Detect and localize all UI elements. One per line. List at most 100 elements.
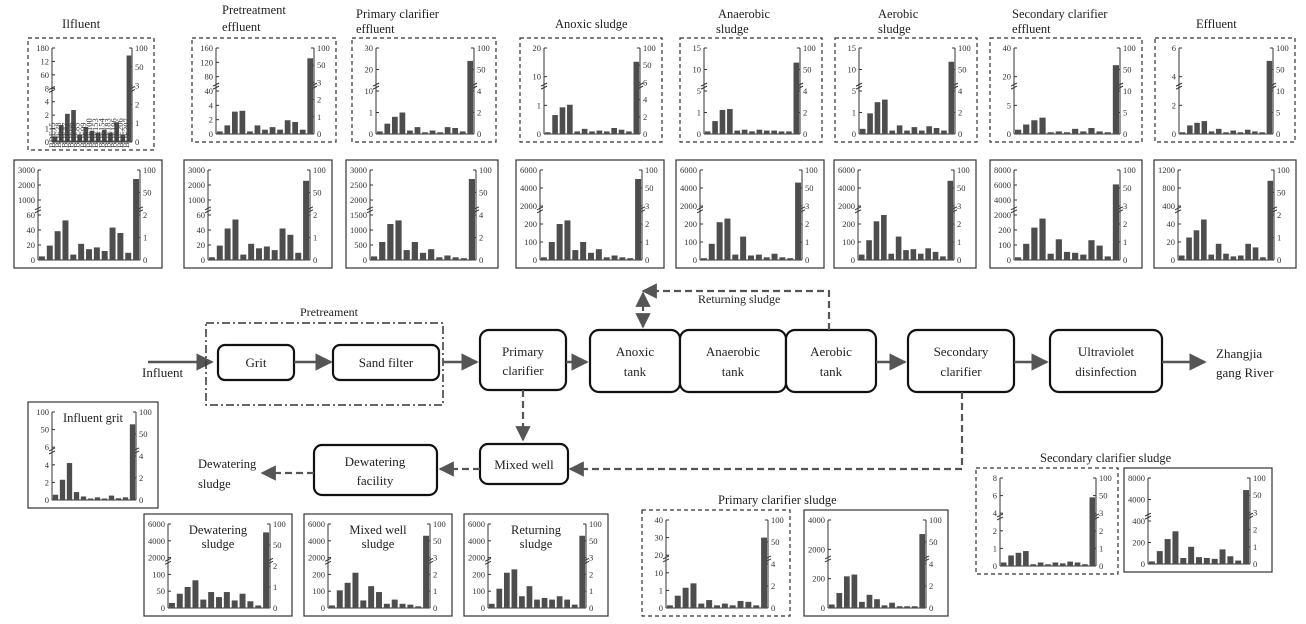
bar-BDE15	[52, 494, 59, 500]
bar-BDE100	[1223, 132, 1229, 134]
bar-BDE154	[1080, 254, 1087, 260]
bar-BDE154	[603, 131, 610, 134]
bar-BDE85	[1047, 132, 1054, 134]
bar-BDE100	[589, 131, 595, 134]
bar-BDE207	[133, 179, 140, 260]
bar-BDE15	[666, 605, 673, 608]
bar-BDE206	[1259, 132, 1265, 134]
y-tick-label-right: 3	[317, 77, 321, 87]
bar-BDE85	[80, 496, 87, 500]
y-tick-label-left: 60	[41, 70, 50, 80]
y-tick-label-left: 10	[848, 65, 857, 75]
y-tick-label-right: 4	[929, 559, 934, 569]
y-tick-label-right: 3	[1099, 508, 1103, 518]
bar-BDE154	[1237, 255, 1244, 260]
y-tick-label-left: 40	[655, 515, 664, 525]
primary-clarifier-node	[478, 328, 568, 392]
river-label-2: gang River	[1216, 365, 1274, 380]
title-aerobic-1: Aerobic	[878, 7, 919, 21]
y-tick-label-right: 100	[771, 515, 784, 525]
bar-BDE206	[459, 131, 466, 134]
congener-label: BDE196	[109, 118, 119, 148]
axis-break	[366, 206, 374, 214]
axis-break	[996, 513, 1004, 521]
y-tick-label-left: 1000	[18, 195, 35, 205]
bar-BDE15	[540, 257, 547, 260]
y-tick-label-left: 0	[537, 129, 541, 139]
y-tick-label-left: 0	[45, 137, 49, 147]
bar-BDE196	[247, 601, 254, 608]
bar-BDE100	[262, 129, 268, 134]
y-tick-label-right: 0	[317, 129, 321, 139]
y-tick-label-left: 2500	[350, 180, 367, 190]
bar-BDE15	[376, 131, 383, 134]
bar-BDE154	[603, 257, 610, 260]
y-tick-label-right: 0	[805, 255, 809, 265]
bar-BDE47	[1015, 552, 1022, 566]
bar-BDE99	[368, 586, 375, 608]
y-tick-label-right: 50	[317, 60, 326, 70]
y-tick-label-left: 4000	[468, 536, 485, 546]
anaerobic-tank-label-2: tank	[722, 364, 745, 379]
bar-BDE206	[786, 131, 792, 134]
y-tick-label-right: 2	[139, 473, 143, 483]
bar-BDE183	[1088, 240, 1095, 260]
bar-BDE206	[911, 606, 918, 608]
y-tick-label-left: 0	[161, 603, 165, 613]
y-tick-label-left: 40	[197, 225, 206, 235]
bar-BDE99	[740, 236, 747, 260]
y-tick-label-right: 0	[1277, 255, 1281, 265]
bar-BDE207	[635, 179, 642, 260]
chart-frame	[519, 37, 663, 143]
title-influent: Ilfluent	[62, 16, 101, 31]
bar-BDE66	[690, 583, 697, 608]
bar-BDE66	[727, 109, 733, 134]
y-tick-label-right: 2	[1123, 219, 1127, 229]
bar-BDE47	[503, 572, 510, 608]
bar-BDE183	[925, 248, 931, 260]
bar-BDE28	[176, 593, 183, 608]
bar-BDE153	[755, 254, 762, 260]
mixed-well-node	[478, 442, 570, 486]
bar-BDE207	[793, 62, 800, 135]
bar-BDE154	[101, 251, 108, 260]
axis-break	[536, 206, 544, 214]
y-tick-label-left: 4000	[808, 515, 825, 525]
bar-BDE206	[125, 252, 132, 260]
y-tick-label-left: 6000	[148, 519, 165, 529]
bar-BDE207	[919, 534, 926, 608]
bar-BDE183	[239, 593, 246, 608]
uv-disinfection-node	[1048, 328, 1164, 394]
bar-BDE100	[1063, 251, 1071, 260]
uv-label-1: Ultraviolet	[1078, 344, 1135, 359]
y-tick-label-right: 50	[1123, 183, 1132, 193]
y-tick-label-left: 200	[472, 569, 485, 579]
y-tick-label-left: 0	[659, 603, 663, 613]
bar-BDE154	[436, 257, 443, 260]
bar-BDE183	[611, 127, 617, 134]
y-tick-label-left: 4	[993, 508, 998, 518]
y-tick-label-left: 2	[993, 526, 997, 536]
bar-BDE196	[618, 129, 625, 134]
bar-BDE66	[564, 220, 571, 260]
y-tick-label-left: 0	[481, 603, 485, 613]
axis-break	[1010, 82, 1018, 90]
y-tick-label-right: 3	[589, 553, 593, 563]
y-tick-label-left: 1500	[350, 210, 367, 220]
y-tick-label-left: 6000	[838, 165, 855, 175]
y-tick-label-right: 50	[1276, 65, 1285, 75]
bar-BDE154	[917, 253, 924, 260]
bar-BDE196	[114, 122, 119, 142]
bar-BDE15	[1014, 257, 1022, 260]
y-tick-label-left: 180	[36, 43, 49, 53]
y-tick-label-right: 4	[477, 86, 482, 96]
y-tick-label-left: 20	[1167, 237, 1176, 247]
y-tick-label-left: 0	[993, 561, 997, 571]
y-tick-label-left: 0	[31, 255, 35, 265]
y-tick-label-left: 0	[321, 603, 325, 613]
bar-BDE154	[918, 130, 925, 134]
bar-BDE153	[429, 130, 436, 134]
